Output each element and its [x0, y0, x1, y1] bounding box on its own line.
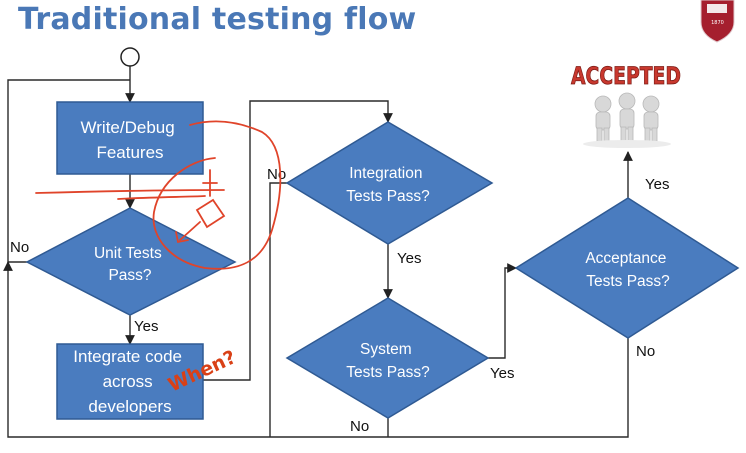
system-tests-label: System Tests Pass? — [346, 341, 430, 381]
system-tests-line-1: System — [360, 341, 412, 358]
write-debug-line-1: Write/Debug — [81, 118, 175, 137]
unit-tests-line-2: Pass? — [108, 267, 151, 284]
integrate-line-2: across — [103, 372, 153, 391]
accepted-people-icon: ACCEPTED — [571, 62, 681, 148]
integration-tests-label: Integration Tests Pass? — [346, 165, 430, 205]
acceptance-no-label: No — [636, 343, 655, 360]
red-annotation-scribble — [35, 120, 282, 270]
edge-acceptance-no — [270, 338, 629, 438]
start-node — [120, 47, 140, 67]
integration-no-label: No — [267, 166, 286, 183]
acceptance-tests-decision — [514, 197, 740, 339]
integrate-label: Integrate code across developers — [73, 347, 186, 416]
acceptance-tests-label: Acceptance Tests Pass? — [585, 250, 670, 290]
university-shield-icon: 1870 — [700, 0, 735, 43]
write-debug-label: Write/Debug Features — [81, 118, 180, 162]
unit-tests-label: Unit Tests Pass? — [94, 245, 166, 284]
accepted-people-shadow — [583, 140, 671, 148]
annotation-strike-line-2 — [117, 195, 206, 200]
annotation-loop-mark — [152, 120, 282, 270]
annotation-arrow-head-box — [195, 198, 226, 229]
page-title: Traditional testing flow — [18, 2, 417, 37]
write-debug-box — [56, 101, 204, 175]
annotation-strike-line-1 — [35, 189, 225, 194]
system-tests-decision — [285, 297, 490, 419]
integration-tests-line-2: Tests Pass? — [346, 188, 430, 205]
integrate-line-3: developers — [88, 397, 171, 416]
annotation-arrow-tip — [175, 231, 189, 244]
accepted-sign-text: ACCEPTED — [571, 62, 681, 90]
annotation-arrow-shaft — [179, 221, 201, 241]
system-no-label: No — [350, 418, 369, 435]
system-yes-label: Yes — [490, 365, 514, 382]
accepted-people-figures — [594, 92, 660, 143]
edge-integration-no — [269, 182, 287, 437]
unit-tests-decision — [25, 207, 237, 316]
edge-system-yes — [488, 263, 517, 359]
edge-unit-no-loop — [7, 79, 130, 263]
system-tests-line-2: Tests Pass? — [346, 364, 430, 381]
acceptance-tests-line-2: Tests Pass? — [586, 273, 670, 290]
annotation-cross-mark — [202, 169, 218, 197]
edge-return-bus — [3, 261, 270, 438]
acceptance-yes-label: Yes — [645, 176, 669, 193]
integration-tests-decision — [285, 121, 494, 245]
integrate-line-1: Integrate code — [73, 347, 182, 366]
unit-no-label: No — [10, 239, 29, 256]
edge-integrate-to-integration — [203, 100, 393, 381]
unit-yes-label: Yes — [134, 318, 158, 335]
integration-yes-label: Yes — [397, 250, 421, 267]
unit-tests-line-1: Unit Tests — [94, 245, 162, 262]
shield-year: 1870 — [711, 20, 724, 26]
acceptance-tests-line-1: Acceptance — [585, 250, 666, 267]
write-debug-line-2: Features — [96, 143, 163, 162]
integration-tests-line-1: Integration — [349, 165, 422, 182]
integrate-box — [56, 343, 204, 420]
shield-book — [707, 4, 727, 13]
connectors — [3, 66, 633, 438]
